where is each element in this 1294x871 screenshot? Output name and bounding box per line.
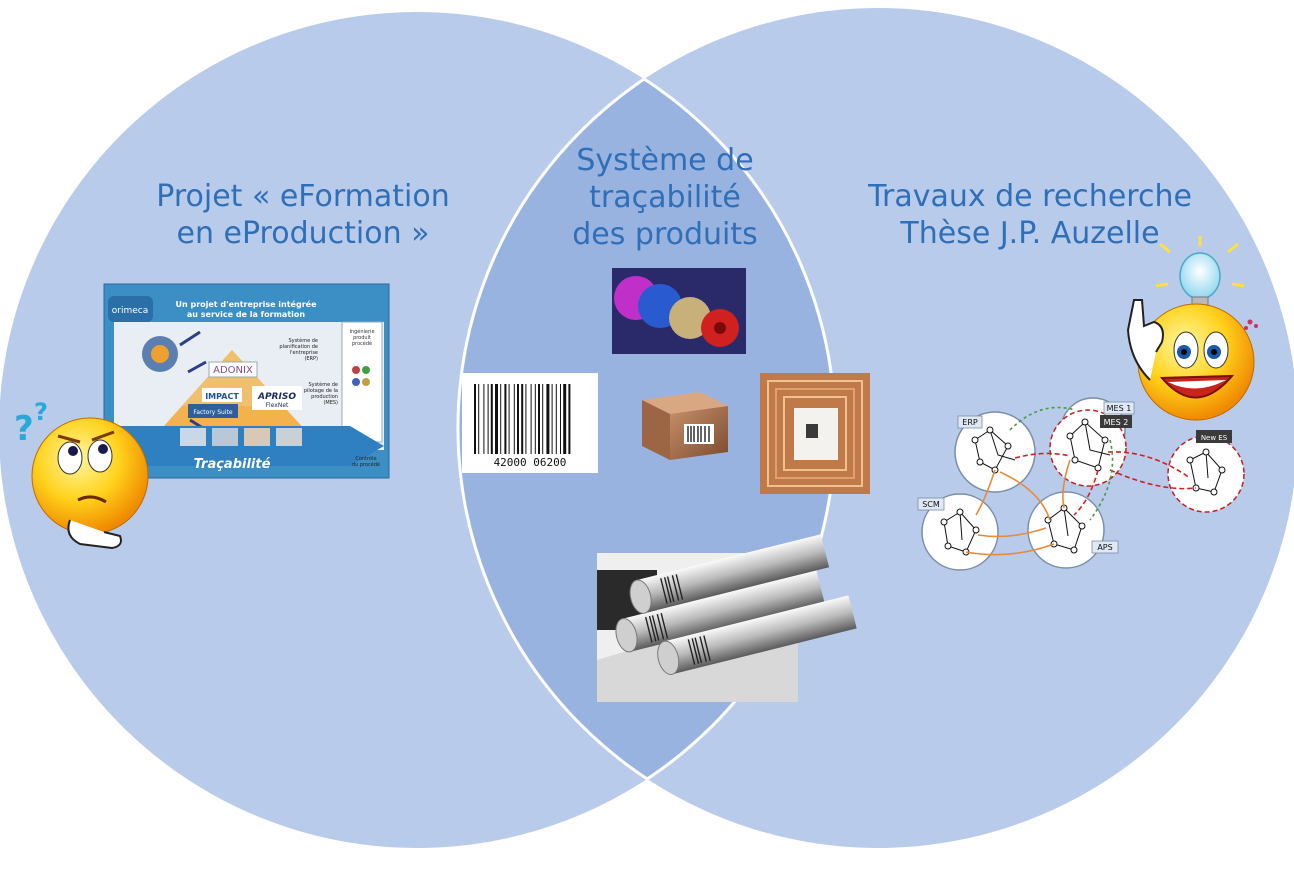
center-title-line-2: traçabilité	[589, 180, 741, 215]
enterprise-systems-network: ERP MES 1 MES 2 New ES SCM APS	[917, 397, 1245, 571]
barcode-bar	[517, 384, 519, 454]
aps-label: APS	[1097, 543, 1112, 552]
svg-text:Ingénierie: Ingénierie	[349, 328, 374, 335]
rfid-tag-image	[760, 373, 870, 494]
svg-text:production: production	[311, 394, 338, 400]
barcode-bar	[500, 384, 502, 454]
svg-text:FlexNet: FlexNet	[266, 402, 289, 409]
barcode-number: 42000 06200	[494, 456, 567, 469]
right-circle-title: Travaux de recherche Thèse J.P. Auzelle	[840, 178, 1220, 252]
center-title-line-1: Système de	[576, 143, 754, 178]
scm-label: SCM	[922, 500, 940, 509]
mes2-node	[1049, 409, 1127, 487]
center-title-line-3: des produits	[572, 217, 758, 252]
svg-text:procédé: procédé	[352, 340, 372, 347]
barcode-bar	[555, 384, 557, 454]
tagged-parts-image	[612, 268, 746, 354]
barcode-bar	[474, 384, 476, 454]
barcode-bar	[495, 384, 498, 454]
right-title-line-1: Travaux de recherche	[868, 179, 1192, 214]
svg-text:?: ?	[14, 409, 34, 449]
svg-text:planification de: planification de	[279, 344, 318, 350]
barcode-image: 42000 06200	[462, 373, 598, 473]
barcode-bar	[483, 384, 485, 454]
scm-node	[921, 493, 999, 571]
barcode-bar	[560, 384, 561, 454]
svg-text:Factory Suite: Factory Suite	[193, 409, 232, 416]
barcode-bar	[490, 384, 493, 454]
slide-headline-1: Un projet d'entreprise intégrée	[175, 299, 317, 309]
barcode-bar	[487, 384, 489, 454]
svg-text:IMPACT: IMPACT	[205, 392, 239, 401]
slide-tracabilite: Traçabilité	[194, 457, 271, 472]
svg-text:Système de: Système de	[308, 381, 338, 388]
marked-pipes-image	[597, 534, 857, 702]
slide-headline-2: au service de la formation	[187, 310, 306, 319]
new-es-node	[1167, 435, 1245, 513]
svg-text:pilotage de la: pilotage de la	[304, 388, 338, 394]
barcode-bar	[530, 384, 532, 454]
barcode-bar	[508, 384, 510, 454]
barcode-bar	[542, 384, 544, 454]
svg-text:l'entreprise: l'entreprise	[290, 350, 318, 356]
svg-text:du procédé: du procédé	[352, 461, 380, 468]
idea-smiley-icon	[1126, 236, 1258, 421]
left-circle-title: Projet « eFormation en eProduction »	[128, 178, 478, 252]
barcode-bar	[521, 384, 524, 454]
svg-text:(MES): (MES)	[323, 400, 338, 406]
new-es-label: New ES	[1201, 434, 1228, 442]
barcode-bar	[538, 384, 540, 454]
slide-logo: orimeca	[112, 306, 148, 316]
barcode-bar	[563, 384, 567, 454]
barcode-bar	[568, 384, 571, 454]
erp-label: ERP	[962, 418, 978, 427]
barcode-bar	[551, 384, 553, 454]
erp-node	[954, 411, 1036, 493]
barcode-bar	[534, 384, 536, 454]
svg-text:(ERP): (ERP)	[304, 356, 318, 362]
svg-text:?: ?	[34, 398, 48, 426]
svg-text:APRISO: APRISO	[257, 392, 296, 402]
svg-text:Contrôle: Contrôle	[355, 455, 376, 462]
lightbulb-icon	[1155, 236, 1245, 310]
barcode-bar	[478, 384, 480, 454]
barcode-bar	[504, 384, 507, 454]
left-title-line-2: en eProduction »	[176, 216, 430, 251]
mes2-label: MES 2	[1104, 418, 1129, 427]
left-title-line-1: Projet « eFormation	[156, 179, 450, 214]
eformation-slide-image: orimeca Un projet d'entreprise intégrée …	[103, 283, 390, 479]
center-title: Système de traçabilité des produits	[540, 142, 790, 253]
svg-text:produit: produit	[353, 335, 371, 341]
cardboard-box-image	[642, 392, 728, 460]
mes1-label: MES 1	[1107, 404, 1132, 413]
right-title-line-2: Thèse J.P. Auzelle	[900, 216, 1160, 251]
thinking-smiley-icon: ? ?	[14, 398, 149, 550]
svg-text:Système de: Système de	[288, 337, 318, 344]
barcode-bar	[525, 384, 527, 454]
barcode-bar	[546, 384, 550, 454]
slide-adonix: ADONIX	[213, 365, 253, 376]
barcode-bar	[513, 384, 515, 454]
